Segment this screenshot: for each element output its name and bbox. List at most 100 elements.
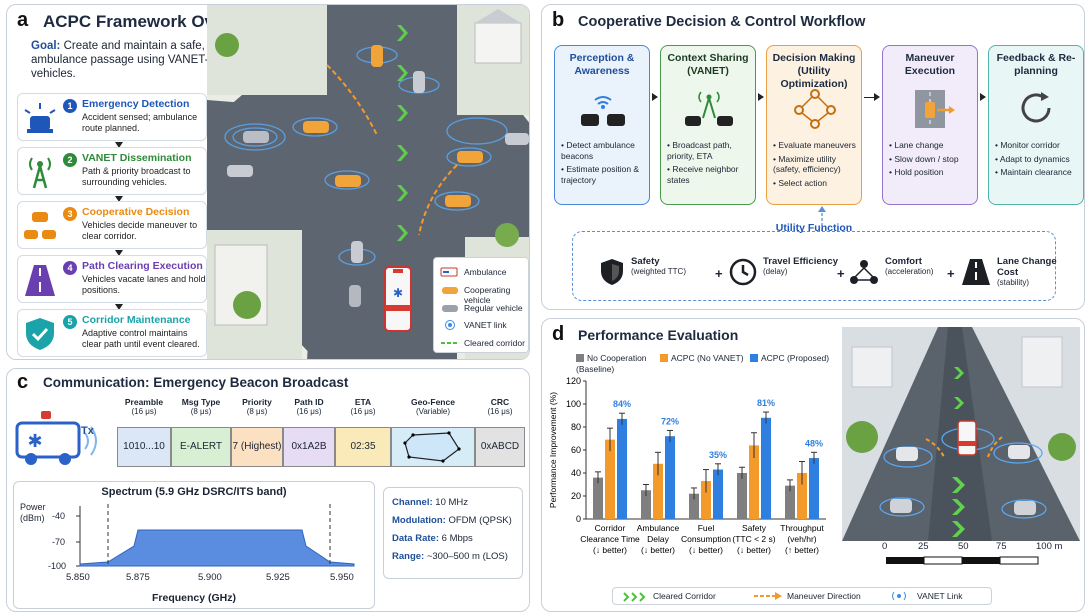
step-description: Vehicles decide maneuver to clear corrid… [82,220,198,241]
comfort-icon [850,260,878,284]
legend-series-1: ACPC (No VANET) [660,353,744,363]
ambulance-transmitter-icon: ✱ [15,411,97,465]
field-header: Preamble(16 μs) [117,397,171,417]
regular-vehicle-icon [442,305,458,312]
category-label: (↓ better) [737,545,771,555]
category-label: Consumption [681,534,731,544]
bar [809,458,819,519]
vanet-rings [224,46,508,266]
workflow-card-4: Maneuver Execution• Lane change• Slow do… [882,45,978,205]
legend-swatch [750,354,758,362]
card-item: • Maintain clearance [995,167,1072,177]
card-item: • Monitor corridor [995,140,1060,150]
spectrum-svg [76,504,355,567]
y-tick-label: 20 [571,491,581,501]
right-arrow [758,93,764,101]
card-title: Context Sharing (VANET) [667,52,749,77]
bar [701,481,711,519]
category-label: Delay [647,534,669,544]
bar [605,439,615,519]
improvement-annotation: 35% [709,450,727,460]
field-header: Msg Type(8 μs) [171,397,231,417]
y-tick-label: 120 [566,376,581,386]
category-label: (veh/hr) [787,534,816,544]
bar [689,493,699,519]
lane-change-icon [915,90,955,128]
maneuver-path [326,64,378,136]
legend-series-2: ACPC (Proposed) [750,353,829,363]
panel-a: a ACPC Framework Overview Goal: Create a… [6,4,530,360]
bar [593,477,603,519]
cleared-corridor-icon [441,342,459,344]
utility-function-title: Utility Function [775,222,853,234]
card-item: • Evaluate maneuvers [773,140,856,150]
step-number: 2 [63,153,77,167]
step-title: Path Clearing Execution [82,260,203,272]
utility-function-box: Utility Function Safety(weighted TTC) + … [572,222,1057,301]
step-number: 1 [63,99,77,113]
step-description: Adaptive control maintains clear path un… [82,328,200,349]
y-tick-label: 80 [571,422,581,432]
vanet-link-icon [445,320,455,330]
legend-cooperating-vehicle: Cooperating vehicle [464,285,511,305]
scale-tick: 0 [882,541,888,552]
workflow-card-5: Feedback & Re-planning• Monitor corridor… [988,45,1084,205]
bar [749,445,759,519]
field-name: CRC [490,397,510,407]
card-item: • Select action [773,177,828,188]
field-value: 7 (Highest) [232,441,282,452]
category-label: (↓ better) [641,545,675,555]
ambulance-icon [957,420,977,456]
panel-a-letter: a [17,9,29,31]
bar [761,417,771,519]
utility-lane-change-cost: Lane Change Cost(stability) [997,256,1057,287]
maneuver-path [925,438,945,458]
card-item: • Estimate position & trajectory [561,164,640,185]
field-header: Priority(8 μs) [231,397,283,417]
improvement-annotation: 72% [661,416,679,426]
tx-label: Tx [81,425,94,437]
bar [617,418,627,519]
right-arrow [864,93,880,101]
vanet-link-icon [892,591,906,601]
ambulance-icon [440,267,458,277]
plus-sign: + [947,266,955,281]
category-label: Ambulance [637,523,680,533]
spectrum-ylabel: Power (dBm) [20,502,46,523]
bar [797,473,807,519]
field-value: E-ALERT [179,441,223,452]
category-label: Clearance Time [580,534,640,544]
field-header: Geo-Fence(Variable) [391,397,475,417]
right-arrow [980,93,986,101]
cooperating-vehicle-icon [442,287,458,294]
down-arrow [115,304,123,310]
panel-b-letter: b [552,9,565,31]
xtick: 5.925 [266,572,290,583]
card-item: • Maximize utility (safety, efficiency) [773,153,841,175]
info-range: Range: ~300–500 m (LOS) [392,551,508,562]
cleared-corridor [952,367,965,537]
scale-tick: 100 m [1036,541,1063,552]
field-header: Path ID(16 μs) [283,397,335,417]
info-data-rate: Data Rate: 6 Mbps [392,533,473,544]
maneuver-direction-icon [754,592,782,600]
card-item: • Lane change [889,140,944,150]
improvement-annotation: 48% [805,438,823,448]
card-item: • Receive neighbor states [667,164,739,185]
cleared-corridor-icon [623,592,646,602]
legend-vanet-link: VANET link [464,320,507,330]
card-items: • Evaluate maneuvers • Maximize utility (… [773,140,859,191]
right-arrow [652,93,658,101]
y-tick-label: 60 [571,445,581,455]
bar [641,490,651,519]
card-item: • Hold position [889,167,944,177]
card-item: • Detect ambulance beacons [561,140,635,161]
card-items: • Broadcast path, priority, ETA• Receive… [667,140,753,188]
utility-comfort: Comfort(acceleration) [885,256,934,276]
step-description: Accident sensed; ambulance route planned… [82,112,198,133]
workflow-card-2: Context Sharing (VANET) • Broadcast path,… [660,45,756,205]
field-duration: (16 μs) [296,407,322,416]
